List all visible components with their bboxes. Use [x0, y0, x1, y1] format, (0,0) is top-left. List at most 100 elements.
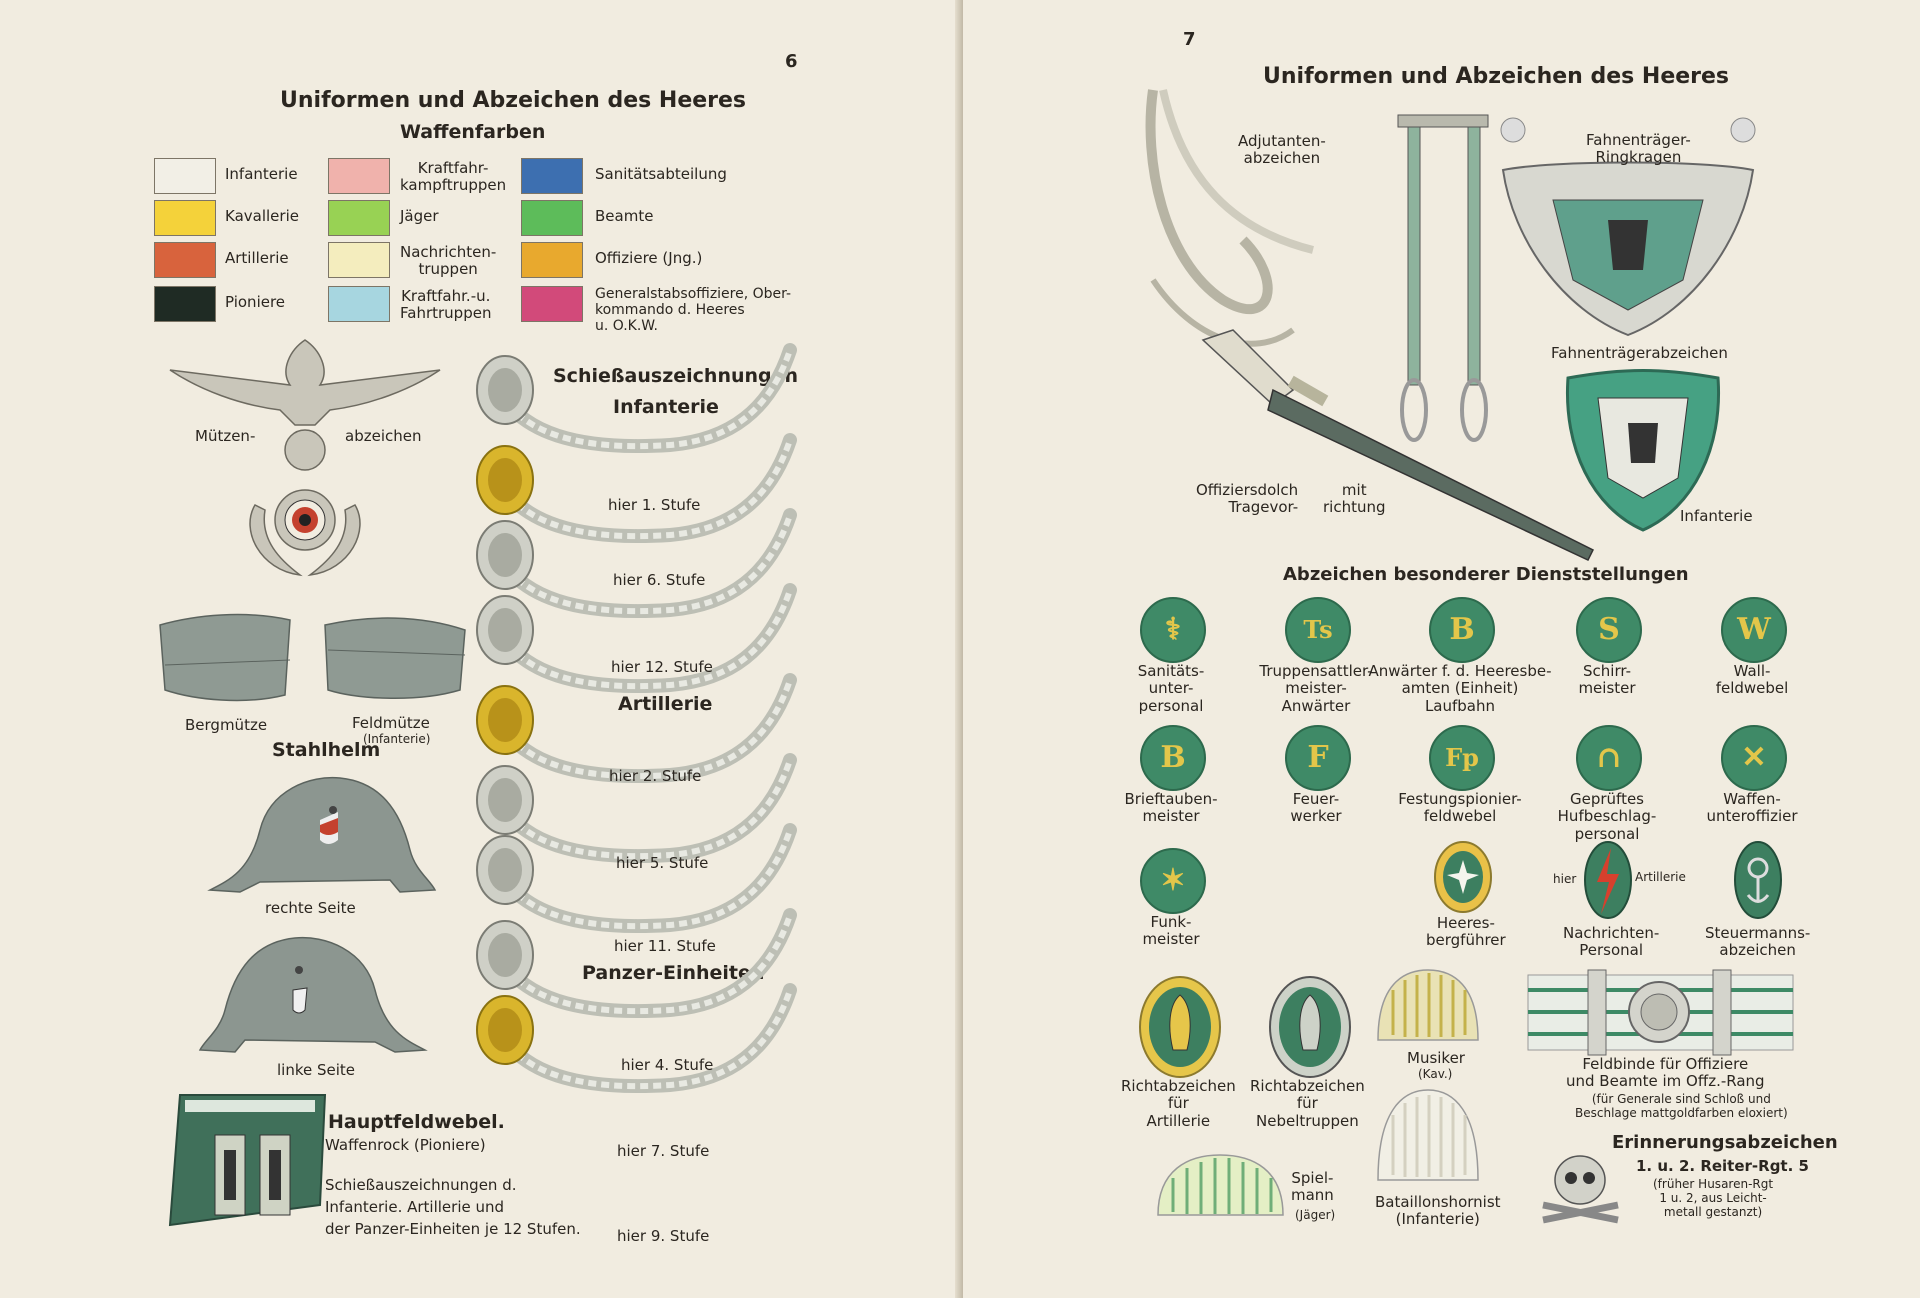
- lanyard: [476, 433, 797, 544]
- adjutanten-abzeichen-icon: [1145, 89, 1314, 347]
- richt-nebel-label: Richtabzeichen für Nebeltruppen: [1250, 1077, 1365, 1130]
- musiker-note: (Kav.): [1418, 1067, 1453, 1081]
- color-swatch: [328, 242, 390, 278]
- spielmann-label: Spiel- mann: [1291, 1169, 1334, 1205]
- heeresbergfuehrer-icon: [1434, 841, 1492, 913]
- lanyards-group: [476, 343, 797, 1094]
- musiker-abzeichen-icon: [1377, 969, 1479, 1041]
- color-swatch-label: Generalstabsoffiziere, Ober- kommando d.…: [595, 286, 792, 335]
- nachrichten-abzeichen-icon: [1584, 841, 1632, 919]
- feldmuetze-note: (Infanterie): [363, 732, 431, 746]
- stufe-label: hier 9. Stufe: [617, 1227, 710, 1245]
- offiziersdolch-icon: [1201, 329, 1595, 561]
- dienst-badge-icon: W: [1721, 597, 1787, 663]
- color-swatch-label: Kraftfahr- kampftruppen: [400, 159, 507, 195]
- badge-glyph: B: [1449, 612, 1475, 647]
- left-page: 6 Uniformen und Abzeichen des Heeres Waf…: [0, 0, 963, 1298]
- dienststellungen-title: Abzeichen besonderer Dienststellungen: [1283, 564, 1689, 585]
- stufe-label: hier 2. Stufe: [609, 767, 702, 785]
- schiess-note: Schießauszeichnungen d. Infanterie. Arti…: [325, 1176, 581, 1238]
- dienst-badge-label: Festungspionier- feldwebel: [1398, 790, 1522, 826]
- dienst-badge-icon: Fp: [1429, 725, 1495, 791]
- page-number: 6: [785, 51, 798, 72]
- bataillonshornist-icon: [1377, 1089, 1479, 1181]
- badge-glyph: ∩: [1596, 740, 1622, 775]
- stahlhelm-title: Stahlhelm: [272, 739, 381, 761]
- badge-glyph: Fp: [1445, 743, 1479, 772]
- totenkopf-icon: [1542, 1155, 1619, 1224]
- hier-label: hier: [1553, 872, 1577, 886]
- erinnerung-title: Erinnerungsabzeichen: [1612, 1132, 1838, 1153]
- dienst-badge-label: Anwärter f. d. Heeresbe- amten (Einheit)…: [1368, 662, 1552, 715]
- color-swatch: [154, 242, 216, 278]
- feldbinde-note: (für Generale sind Schloß und Beschlage …: [1575, 1092, 1788, 1120]
- adjutanten-label: Adjutanten- abzeichen: [1238, 132, 1326, 168]
- fahnentraegerabzeichen-label: Fahnenträgerabzeichen: [1551, 344, 1728, 362]
- badge-glyph: B: [1160, 740, 1186, 775]
- color-swatch-label: Offiziere (Jng.): [595, 249, 703, 267]
- stufe-label: hier 12. Stufe: [611, 658, 713, 676]
- linke-seite-label: linke Seite: [277, 1061, 356, 1079]
- right-page: 7 Uniformen und Abzeichen des Heeres Adj…: [963, 0, 1920, 1298]
- page-title: Uniformen und Abzeichen des Heeres: [280, 88, 747, 113]
- waffenrock-label: Waffenrock (Pioniere): [325, 1136, 486, 1154]
- richtabzeichen-artillerie-icon: [1139, 976, 1221, 1078]
- color-swatch-label: Kavallerie: [225, 207, 299, 225]
- color-swatch-label: Beamte: [595, 207, 654, 225]
- feldmuetze-icon: [324, 617, 466, 699]
- badge-glyph: ⚕: [1164, 612, 1182, 647]
- dienst-badge-icon: B: [1429, 597, 1495, 663]
- feldbinde-label: Feldbinde für Offiziere und Beamte im Of…: [1566, 1055, 1765, 1091]
- muetzen-label-right: abzeichen: [345, 427, 422, 445]
- badge-glyph: Ts: [1303, 615, 1333, 644]
- page-title: Uniformen und Abzeichen des Heeres: [1263, 64, 1730, 89]
- waffenfarben-title: Waffenfarben: [400, 121, 546, 143]
- dienst-badge-label: Funk- meister: [1142, 913, 1200, 949]
- bataillonshornist-label: Bataillonshornist (Infanterie): [1375, 1193, 1501, 1229]
- feldbinde-icon: [1527, 969, 1794, 1056]
- lanyard: [476, 908, 797, 1019]
- dienst-badge-icon: ⚕: [1140, 597, 1206, 663]
- dienst-badge-label: Wall- feldwebel: [1715, 662, 1789, 698]
- musiker-label: Musiker: [1407, 1049, 1465, 1067]
- helmet-right-icon: [207, 776, 437, 893]
- stufe-label: hier 7. Stufe: [617, 1142, 710, 1160]
- badge-glyph: S: [1598, 612, 1620, 647]
- dolch-label-right: mit richtung: [1323, 481, 1386, 517]
- color-swatch-label: Infanterie: [225, 165, 298, 183]
- dienst-badge-label: Schirr- meister: [1578, 662, 1636, 698]
- rechte-seite-label: rechte Seite: [265, 899, 356, 917]
- dolch-tragevorrichtung-icon: [1397, 114, 1489, 442]
- infanterie-label: Infanterie: [1680, 507, 1753, 525]
- dolch-label-left: Offiziersdolch Tragevor-: [1196, 481, 1299, 517]
- badge-glyph: ✶: [1160, 863, 1186, 898]
- eagle-cap-badge-icon: [169, 339, 441, 577]
- lanyard: [476, 983, 797, 1094]
- badge-glyph: ✕: [1741, 740, 1767, 775]
- color-swatch-label: Sanitätsabteilung: [595, 165, 727, 183]
- reiter-label: 1. u. 2. Reiter-Rgt. 5: [1636, 1157, 1809, 1175]
- color-swatch: [154, 158, 216, 194]
- color-swatch: [521, 158, 583, 194]
- reiter-note: (früher Husaren-Rgt 1 u. 2, aus Leicht- …: [1653, 1177, 1774, 1219]
- nachrichten-label: Nachrichten- Personal: [1563, 924, 1660, 960]
- dienst-badge-icon: Ts: [1285, 597, 1351, 663]
- dienst-badge-label: Sanitäts- unter- personal: [1137, 662, 1205, 715]
- ringkragen-label: Fahnenträger- Ringkragen: [1586, 131, 1691, 167]
- lanyard: [476, 673, 797, 784]
- spielmann-note: (Jäger): [1295, 1208, 1336, 1222]
- bergmuetze-icon: [159, 613, 291, 702]
- stufe-label: hier 6. Stufe: [613, 571, 706, 589]
- dienst-badge-icon: F: [1285, 725, 1351, 791]
- spielmann-abzeichen-icon: [1157, 1154, 1284, 1216]
- dienst-badge-label: Waffen- unteroffizier: [1706, 790, 1798, 826]
- heeresbergfuehrer-label: Heeres- bergführer: [1426, 914, 1506, 950]
- lanyard: [476, 343, 797, 454]
- page-number: 7: [1183, 29, 1196, 50]
- bergmuetze-label: Bergmütze: [185, 716, 268, 734]
- lanyard: [476, 753, 797, 864]
- dienst-badge-icon: ∩: [1576, 725, 1642, 791]
- dienst-badge-icon: ✶: [1140, 848, 1206, 914]
- lanyard: [476, 508, 797, 619]
- color-swatch: [154, 200, 216, 236]
